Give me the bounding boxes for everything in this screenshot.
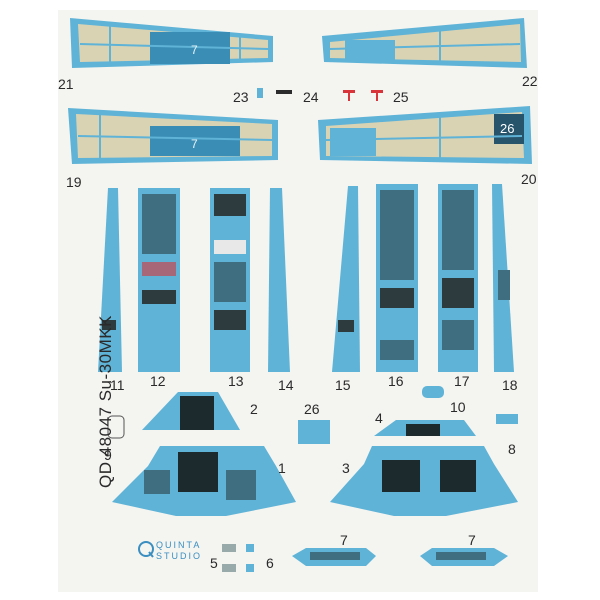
part-number-10: 10 <box>450 399 466 415</box>
console-12 <box>138 188 180 372</box>
part-number-24: 24 <box>303 89 319 105</box>
part-number-15: 15 <box>335 377 351 393</box>
part-26-small <box>298 420 330 444</box>
part-8-shape <box>496 414 518 424</box>
canopy-strip-22 <box>322 18 527 68</box>
part-number-25: 25 <box>393 89 409 105</box>
product-code: QD 48047 Su-30MKK <box>96 315 115 488</box>
part-number-18: 18 <box>502 377 518 393</box>
logo-line-2: STUDIO <box>156 551 203 561</box>
part-number-20: 20 <box>521 171 537 187</box>
part-number-6: 6 <box>266 555 274 571</box>
part-number-23: 23 <box>233 89 249 105</box>
part-24-shape <box>276 90 292 94</box>
part-number-4: 4 <box>375 410 383 426</box>
panel-1 <box>112 446 296 516</box>
part-number-22: 22 <box>522 73 538 89</box>
logo-mark-icon <box>138 541 154 558</box>
panel-label-mid-right: 26 <box>500 121 515 136</box>
part-number-5: 5 <box>210 555 218 571</box>
part-number-12: 12 <box>150 373 166 389</box>
console-15 <box>332 186 360 372</box>
console-18 <box>492 184 514 372</box>
part-23-shape <box>257 88 263 98</box>
console-17 <box>438 184 478 372</box>
parts-5 <box>222 544 236 572</box>
panel-2 <box>142 392 240 430</box>
panel-4 <box>374 420 476 436</box>
console-13 <box>210 188 250 372</box>
part-7a-shape <box>292 548 376 566</box>
canopy-strip-21 <box>70 18 273 68</box>
part-7b-shape <box>420 548 508 566</box>
part-number-21: 21 <box>58 76 74 92</box>
part-number-17: 17 <box>454 373 470 389</box>
logo-line-1: QUINTA <box>156 540 202 550</box>
part-number-3: 3 <box>342 460 350 476</box>
part-number-8: 8 <box>508 441 516 457</box>
panel-label-top-left: 7 <box>191 43 198 57</box>
part-10-shape <box>422 386 444 398</box>
part-25-shapes <box>343 90 383 101</box>
part-number-19: 19 <box>66 174 82 190</box>
part-number-14: 14 <box>278 377 294 393</box>
parts-6 <box>246 544 254 572</box>
part-number-11: 11 <box>110 377 125 393</box>
panel-label-mid-left: 7 <box>191 137 198 151</box>
part-number-9: 9 <box>104 447 112 463</box>
console-14 <box>268 188 290 372</box>
part-number-2: 2 <box>250 401 258 417</box>
panel-3 <box>330 446 518 516</box>
part-number-1: 1 <box>278 460 286 476</box>
part-9-shape <box>107 415 125 439</box>
canopy-strip-20 <box>318 106 532 164</box>
part-number-7-right: 7 <box>468 532 476 548</box>
part-number-7-left: 7 <box>340 532 348 548</box>
canopy-strip-19 <box>68 108 278 164</box>
part-number-13: 13 <box>228 373 244 389</box>
part-number-16: 16 <box>388 373 404 389</box>
quinta-studio-logo: QUINTA STUDIO <box>138 536 216 564</box>
console-16 <box>376 184 418 372</box>
console-11 <box>98 188 122 372</box>
part-number-26: 26 <box>304 401 320 417</box>
